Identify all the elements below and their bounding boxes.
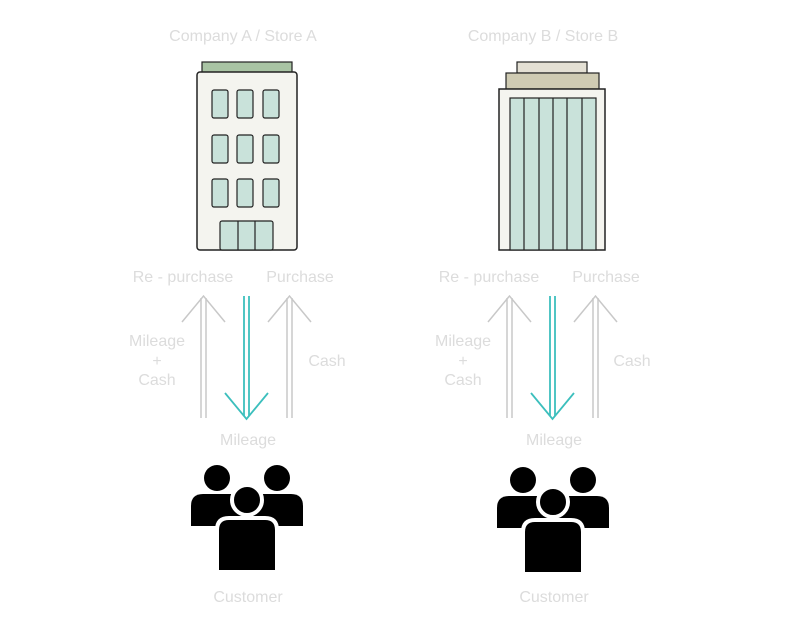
company-a-mileage-cash-line3: Cash	[138, 372, 175, 389]
company-b-customer-label: Customer	[519, 589, 589, 606]
company-b-mileage-cash-line1: Mileage	[435, 333, 491, 350]
company-a-title: Company A / Store A	[169, 28, 317, 45]
company-a-mileage-cash-line2: +	[152, 353, 161, 370]
company-b-purchase-arrow	[573, 294, 618, 418]
column-company-b: Company B / Store B Re - purchase Purcha…	[435, 28, 651, 606]
company-a-mileage-arrow	[224, 296, 269, 421]
company-b-mileage-cash-line2: +	[458, 353, 467, 370]
column-company-a: Company A / Store A Re - purchase Purcha…	[129, 28, 346, 606]
company-a-purchase-label: Purchase	[266, 269, 334, 286]
customer-group-icon	[189, 463, 305, 574]
company-b-mileage-label: Mileage	[526, 432, 582, 449]
company-a-repurchase-label: Re - purchase	[133, 269, 234, 286]
company-b-mileage-cash-line3: Cash	[444, 372, 481, 389]
company-b-purchase-label: Purchase	[572, 269, 640, 286]
company-a-customer-label: Customer	[213, 589, 283, 606]
company-b-repurchase-label: Re - purchase	[439, 269, 540, 286]
company-b-mileage-arrow	[530, 296, 575, 421]
company-a-mileage-label: Mileage	[220, 432, 276, 449]
company-a-repurchase-arrow	[181, 294, 226, 418]
company-b-repurchase-arrow	[487, 294, 532, 418]
glass-tower-icon	[498, 61, 606, 251]
customer-group-icon	[495, 465, 611, 576]
company-a-purchase-arrow	[267, 294, 312, 418]
company-a-mileage-cash-line1: Mileage	[129, 333, 185, 350]
company-b-title: Company B / Store B	[468, 28, 618, 45]
company-a-cash-label: Cash	[308, 353, 345, 370]
company-b-cash-label: Cash	[613, 353, 650, 370]
office-building-icon	[196, 61, 298, 251]
